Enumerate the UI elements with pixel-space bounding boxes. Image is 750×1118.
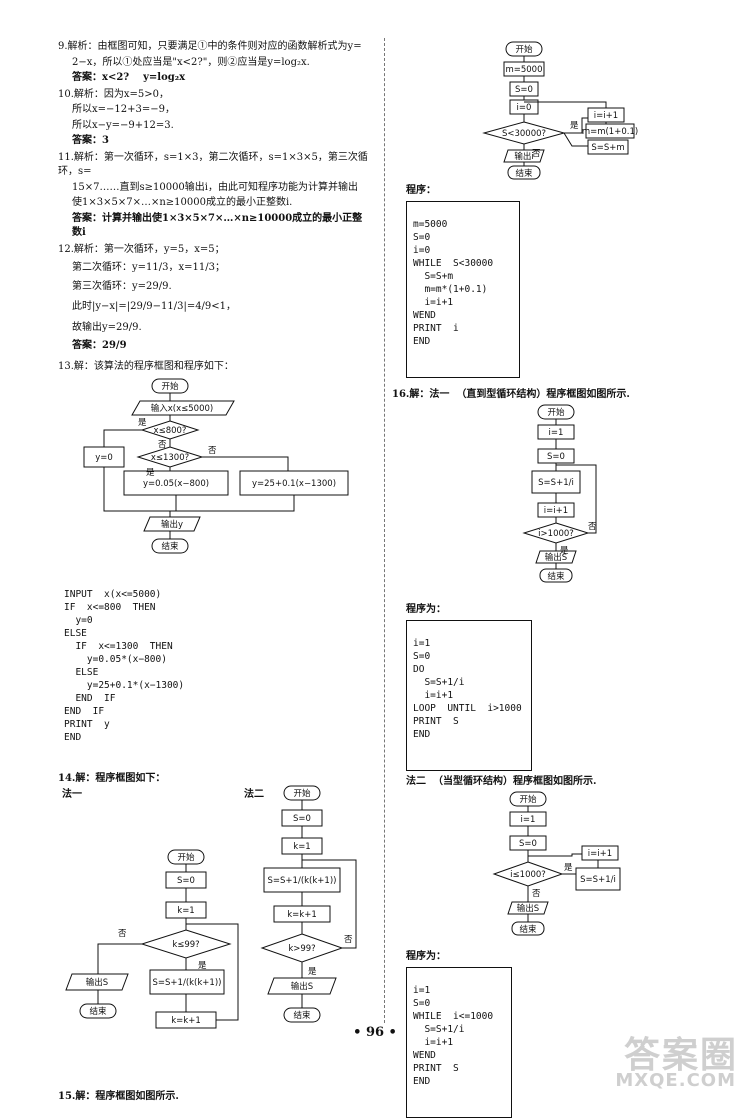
solution-13-intro: 13.解：该算法的程序框图和程序如下： [58,360,234,372]
flowchart-14a: 开始 S=0 k=1 k≤99? 否 是 输出S 结束 S=S+1/(k(k+1… [65,849,239,1028]
svg-text:是: 是 [138,418,147,428]
svg-text:结束: 结束 [515,168,533,179]
svg-text:否: 否 [118,929,127,939]
svg-text:开始: 开始 [515,44,533,55]
svg-text:是: 是 [570,121,579,131]
svg-text:S=S+1/i: S=S+1/i [538,478,574,488]
svg-text:S=S+1/(k(k+1)): S=S+1/(k(k+1)) [153,978,222,988]
svg-text:输出S: 输出S [86,977,108,988]
flowcharts-14: 法一 法二 开始 S=0 k=1 k≤99? 否 是 输出S 结束 S=S+1/… [58,785,376,1088]
right-column: 开始 m=5000 S=0 i=0 S<30000? 是 i=i+1 m=m(1… [392,40,732,1118]
fc13-output [143,516,201,532]
svg-text:y=25+0.1(x−1300): y=25+0.1(x−1300) [252,479,336,489]
solution-10: 10.解析：因为x=5>0， 所以x=−12+3=−9， 所以x−y=−9+12… [58,88,175,147]
svg-text:i=i+1: i=i+1 [594,111,618,121]
solution-16-method-2: 法二 （当型循环结构）程序框图如图所示. [406,775,597,787]
svg-text:输出S: 输出S [517,903,539,914]
svg-text:i=i+1: i=i+1 [588,849,612,859]
svg-text:输出y: 输出y [161,519,183,530]
svg-text:i=1: i=1 [521,815,536,825]
page-number: • 96 • [353,1025,397,1040]
flowchart-15: 开始 m=5000 S=0 i=0 S<30000? 是 i=i+1 m=m(1… [482,41,638,180]
solution-16-intro: 16.解：法一 （直到型循环结构）程序框图如图所示. [392,388,630,400]
svg-text:否: 否 [588,522,597,532]
svg-text:是: 是 [308,967,317,977]
svg-text:否: 否 [344,935,353,945]
svg-text:i=0: i=0 [517,103,532,113]
svg-text:i≤1000?: i≤1000? [510,870,546,880]
solution-11: 11.解析：第一次循环，s=1×3，第二次循环，s=1×3×5，第三次循环，s=… [58,151,368,239]
svg-text:y=0.05(x−800): y=0.05(x−800) [143,479,209,489]
column-divider [384,38,385,1023]
svg-text:x≤1300?: x≤1300? [151,453,189,463]
flowchart-14b: 开始 S=0 k=1 S=S+1/(k(k+1)) k=k+1 k>99? 否 … [260,785,357,1022]
svg-text:是: 是 [146,468,155,478]
svg-text:k=1: k=1 [177,906,194,916]
svg-text:S=0: S=0 [293,814,311,824]
fc13-end [151,538,189,554]
svg-text:k=k+1: k=k+1 [171,1016,201,1026]
solution-15-intro: 15.解：程序框图如图所示. [58,1090,179,1102]
svg-text:S=0: S=0 [177,876,195,886]
method-1-label: 法一 [62,788,82,800]
svg-text:S=0: S=0 [519,839,537,849]
solution-12: 12.解析：第一次循环，y=5，x=5； 第二次循环：y=11/3，x=11/3… [58,243,237,352]
svg-text:结束: 结束 [547,571,565,582]
svg-text:结束: 结束 [161,541,179,552]
svg-text:否: 否 [532,149,541,159]
svg-text:i>1000?: i>1000? [538,529,574,539]
svg-text:结束: 结束 [89,1006,107,1017]
svg-text:开始: 开始 [547,407,565,418]
svg-text:输出i: 输出i [514,151,533,162]
svg-text:输出S: 输出S [545,552,567,563]
svg-text:输出S: 输出S [291,981,313,992]
svg-text:输入x(x≤5000): 输入x(x≤5000) [151,403,213,414]
svg-text:开始: 开始 [177,852,195,863]
fc13-start-label: 开始 [161,381,179,392]
svg-text:是: 是 [198,961,207,971]
svg-text:S=S+1/i: S=S+1/i [580,875,616,885]
svg-text:k=1: k=1 [293,842,310,852]
svg-text:结束: 结束 [519,924,537,935]
svg-text:否: 否 [208,446,217,456]
solution-14-intro: 14.解：程序框图如下： [58,773,166,784]
left-column: 9.解析：由框图可知，只要满足①中的条件则对应的函数解析式为y= 2−x，所以①… [58,40,376,1105]
program-16b-label: 程序为： [406,951,446,962]
flowchart-13: 开始 输入x(x≤5000) x≤800? 是 y=0 否 x≤1300? 否 … [83,378,349,554]
fc13-input [131,400,235,416]
svg-text:S<30000?: S<30000? [502,129,546,139]
program-15-label: 程序： [406,185,436,196]
svg-text:k>99?: k>99? [288,944,315,954]
svg-text:否: 否 [532,889,541,899]
svg-text:S=0: S=0 [515,85,533,95]
svg-text:结束: 结束 [293,1010,311,1021]
flowchart-16a: 开始 i=1 S=0 S=S+1/i i=i+1 i>1000? 否 是 输出S… [522,404,597,583]
svg-text:m=m(1+0.1): m=m(1+0.1) [582,127,638,137]
svg-text:开始: 开始 [519,794,537,805]
svg-text:k≤99?: k≤99? [172,940,199,950]
svg-text:k=k+1: k=k+1 [287,910,317,920]
svg-text:i=i+1: i=i+1 [544,506,568,516]
svg-text:i=1: i=1 [549,428,564,438]
svg-text:y=0: y=0 [95,453,113,463]
svg-text:否: 否 [158,440,167,450]
svg-text:S=0: S=0 [547,452,565,462]
svg-text:是: 是 [564,863,573,873]
svg-text:开始: 开始 [293,788,311,799]
solution-9: 9.解析：由框图可知，只要满足①中的条件则对应的函数解析式为y= 2−x，所以①… [58,41,362,83]
svg-text:S=S+1/(k(k+1)): S=S+1/(k(k+1)) [268,876,337,886]
program-16a-label: 程序为： [406,604,446,615]
svg-text:m=5000: m=5000 [505,65,542,75]
svg-text:S=S+m: S=S+m [591,143,624,153]
watermark: 答案圈 [623,1035,738,1076]
svg-text:x≤800?: x≤800? [154,426,187,436]
flowchart-16b: 开始 i=1 S=0 i≤1000? 是 S=S+1/i i=i+1 否 输出S… [492,791,621,936]
method-2-label: 法二 [244,788,264,800]
watermark-url: MXQE.COM [615,1070,736,1091]
